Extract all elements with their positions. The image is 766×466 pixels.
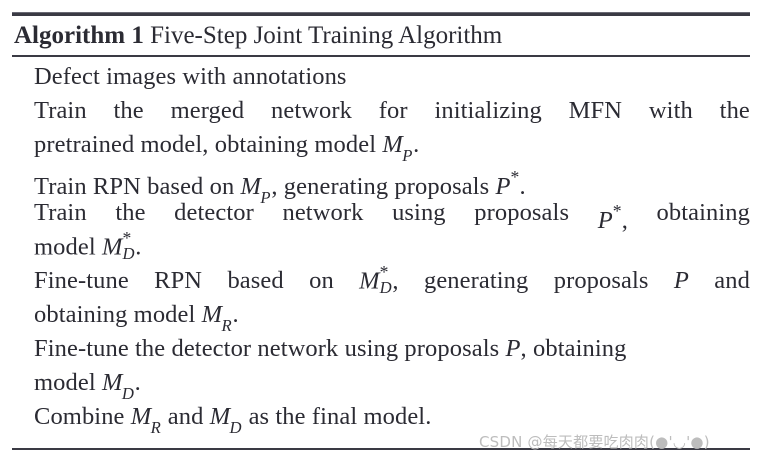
- math-symbol-sup: *: [122, 228, 132, 249]
- word: merged: [170, 97, 245, 124]
- word: on: [309, 267, 334, 294]
- math-symbol-base: M: [201, 301, 223, 328]
- algorithm-bottom-rule: [12, 448, 750, 450]
- word: obtaining: [656, 199, 750, 226]
- line-suffix: .: [232, 301, 239, 328]
- word-math: P*,: [597, 200, 628, 235]
- math-symbol-base-2: M: [209, 403, 231, 430]
- line-prefix: Fine-tune the detector network using pro…: [34, 335, 506, 362]
- math-symbol-sub: D: [121, 383, 134, 403]
- algorithm-line-step1a: Train the merged network for initializing MFN w…: [34, 94, 750, 128]
- word: MFN: [568, 97, 623, 124]
- math-symbol-sub: P: [402, 145, 413, 165]
- math-symbol-sup-2: *: [510, 166, 520, 187]
- word-math: M*D,: [359, 262, 399, 297]
- word: RPN: [154, 267, 203, 294]
- csdn-watermark: CSDN @每天都要吃肉肉(●'◡'●): [479, 433, 710, 451]
- line-prefix: Combine: [34, 403, 131, 430]
- algorithm-line-step5b: model MD.: [34, 366, 750, 403]
- math-symbol-sub: D: [122, 243, 135, 263]
- word: network: [271, 97, 352, 124]
- algorithm-line-step3b: model M*D.: [34, 228, 750, 264]
- word: initializing: [434, 97, 542, 124]
- math-symbol-base: M: [382, 131, 403, 158]
- math-symbol-sub: P: [260, 187, 271, 207]
- word: network: [282, 199, 364, 226]
- algorithm-header-rule: [12, 55, 750, 57]
- line-suffix: .: [519, 173, 526, 201]
- word: Fine-tune: [34, 267, 129, 294]
- algorithm-line-step1b: pretrained model, obtaining model MP.: [34, 128, 750, 165]
- line-middle: and: [161, 403, 210, 430]
- math-symbol-base-2: P: [495, 173, 511, 201]
- line-suffix: .: [135, 233, 142, 261]
- line-prefix: Train RPN based on: [34, 173, 241, 201]
- word: for: [378, 97, 408, 124]
- math-symbol-base: M: [101, 233, 123, 261]
- algorithm-line-step2: Train RPN based on MP, generating propos…: [34, 162, 750, 207]
- word: and: [714, 267, 750, 294]
- algorithm-line-step3a: Train the detector network using proposals P*,…: [34, 196, 750, 235]
- algorithm-line-output: Combine MR and MD as the final model.: [34, 400, 750, 437]
- line-prefix: obtaining model: [34, 301, 202, 328]
- algorithm-line-step5a: Fine-tune the detector network using pro…: [34, 332, 750, 366]
- math-symbol-base: P: [505, 335, 521, 362]
- line-prefix: model: [34, 233, 102, 261]
- math-symbol-sub-2: D: [229, 417, 242, 437]
- algorithm-label: Algorithm 1: [14, 22, 144, 49]
- algorithm-line-input: Defect images with annotations: [34, 60, 750, 94]
- line-middle: , generating proposals: [271, 173, 496, 201]
- line-suffix: .: [134, 369, 141, 396]
- word: generating: [423, 267, 529, 294]
- word: proposals: [474, 199, 570, 226]
- math-symbol-base: M: [240, 173, 262, 201]
- word: based: [227, 267, 284, 294]
- line-prefix: model: [34, 369, 102, 396]
- algorithm-line-step4b: obtaining model MR.: [34, 298, 750, 335]
- word: Train: [34, 97, 87, 124]
- algorithm-title-text: Five-Step Joint Training Algorithm: [150, 22, 503, 49]
- math-symbol-base: M: [101, 369, 123, 396]
- algorithm-top-rule: [12, 12, 750, 16]
- math-symbol-base: M: [130, 403, 152, 430]
- word: detector: [174, 199, 254, 226]
- line-suffix: as the final model.: [242, 403, 432, 430]
- word: proposals: [553, 267, 649, 294]
- word: the: [113, 97, 144, 124]
- word: with: [648, 97, 693, 124]
- line-prefix: pretrained model, obtaining model: [34, 131, 383, 158]
- algorithm-title: Algorithm 1 Five-Step Joint Training Alg…: [14, 21, 754, 51]
- line-text: Defect images with annotations: [34, 63, 347, 90]
- word: Train: [34, 199, 87, 226]
- math-symbol-supsub: *D: [122, 228, 135, 263]
- math-symbol-sub: R: [150, 417, 161, 437]
- math-symbol-sub: R: [221, 315, 232, 335]
- word: the: [719, 97, 750, 124]
- line-suffix: , obtaining: [520, 335, 627, 362]
- line-suffix: .: [413, 131, 420, 158]
- word: using: [392, 199, 446, 226]
- word: the: [115, 199, 146, 226]
- word-math-p: P: [673, 267, 689, 294]
